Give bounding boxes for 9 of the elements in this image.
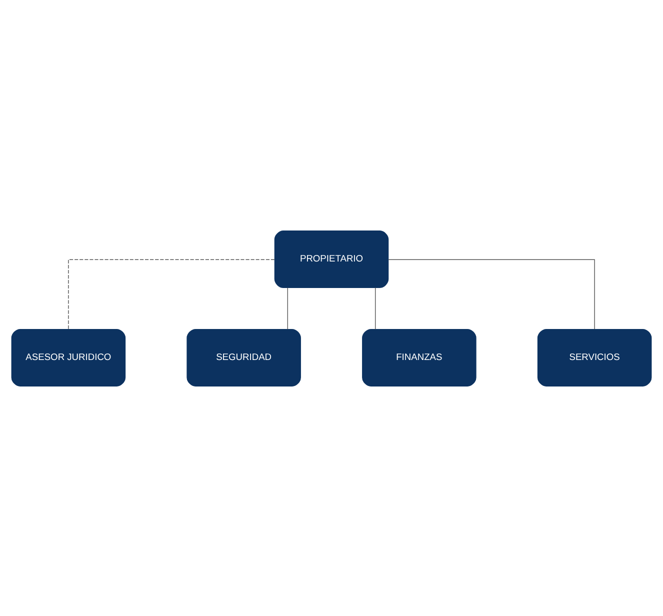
connector xyxy=(388,258,595,329)
node-box: PROPIETARIO xyxy=(274,230,389,288)
connector xyxy=(374,286,376,330)
node-box: ASESOR JURIDICO xyxy=(11,328,126,386)
node-box: SERVICIOS xyxy=(537,328,652,386)
connector xyxy=(287,286,288,330)
connector xyxy=(68,258,275,329)
node-box: FINANZAS xyxy=(362,328,476,386)
node-box: SEGURIDAD xyxy=(186,328,301,386)
